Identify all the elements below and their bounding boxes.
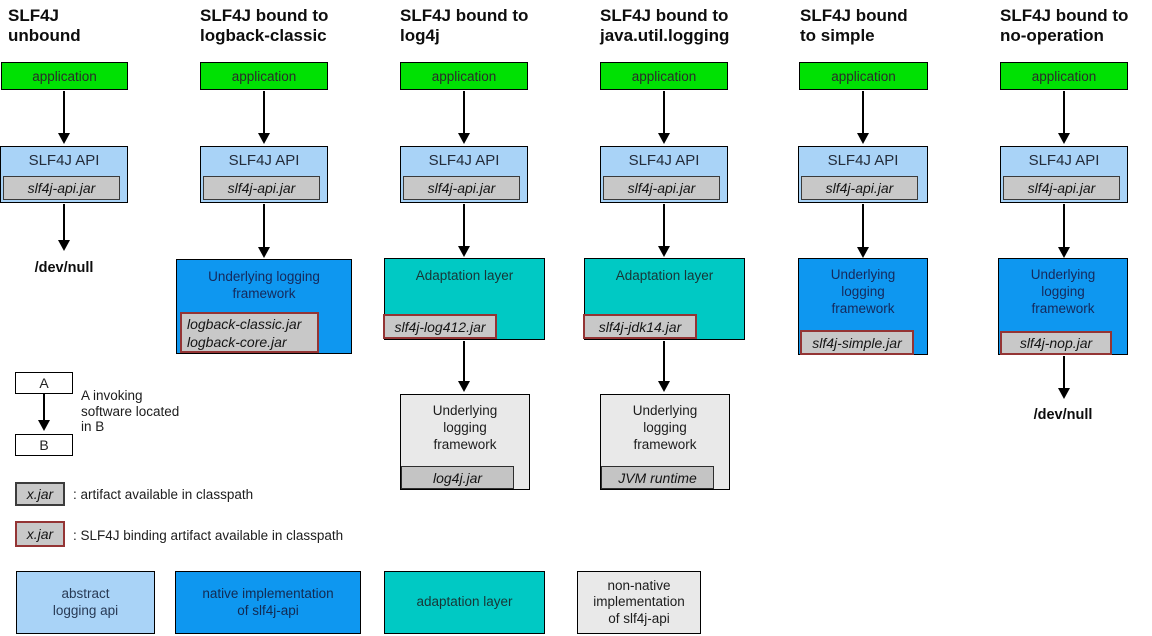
logback-jars: logback-classic.jar logback-core.jar [180,312,319,353]
arrow-api-to-framework [1058,204,1070,258]
underlying-framework-label: Underlying logging framework [208,269,320,301]
slf4j-api-label: SLF4J API [827,152,899,169]
column-title-jul: SLF4J bound to java.util.logging [600,6,730,45]
arrow-app-to-api [258,91,270,144]
application-box: application [200,62,328,90]
legend-abstract-api-label: abstract logging api [52,586,119,618]
slf4j-api-label: SLF4J API [28,152,100,169]
arrow-api-to-adaptation [458,204,470,257]
legend-binding-text: : SLF4J binding artifact available in cl… [73,528,344,543]
legend-nonnative-impl-box: non-native implementation of slf4j-api [577,571,701,634]
arrow-app-to-api [58,91,70,144]
application-box: application [1,62,128,90]
column-title-simple: SLF4J bound to simple [800,6,908,45]
legend-b-label: B [39,437,49,453]
slf4j-api-jar: slf4j-api.jar [1003,176,1120,200]
application-label: application [831,68,896,84]
application-label: application [32,68,97,84]
underlying-framework-label: Underlying logging framework [830,267,896,316]
underlying-framework-label: Underlying logging framework [432,403,498,452]
legend-adaptation-box: adaptation layer [384,571,545,634]
legend-box-a: A [15,372,73,394]
slf4j-api-jar: slf4j-api.jar [403,176,520,200]
slf4j-api-label: SLF4J API [628,152,700,169]
application-box: application [400,62,528,90]
column-title-unbound: SLF4J unbound [8,6,81,45]
column-title-nop: SLF4J bound to no-operation [1000,6,1129,45]
arrow-api-to-devnull [58,204,70,251]
legend-binding-jar: x.jar [15,521,65,547]
legend-arrow-a-to-b [38,394,50,431]
framework-jar: log4j.jar [401,466,514,489]
arrow-app-to-api [658,91,670,144]
legend-adaptation-label: adaptation layer [416,594,513,610]
arrow-api-to-adaptation [658,204,670,257]
application-label: application [431,68,497,84]
application-box: application [600,62,728,90]
adaptation-layer-label: Adaptation layer [415,268,514,283]
column-title-log4j: SLF4J bound to log4j [400,6,529,45]
legend-artifact-jar: x.jar [15,482,65,506]
arrow-framework-to-devnull [1058,356,1070,399]
arrow-app-to-api [857,91,869,144]
application-box: application [1000,62,1128,90]
devnull-label: /dev/null [1033,407,1093,423]
arrow-app-to-api [458,91,470,144]
application-box: application [799,62,928,90]
legend-a-label: A [39,375,49,391]
underlying-framework-label: Underlying logging framework [632,403,698,452]
legend-box-b: B [15,434,73,456]
application-label: application [231,68,297,84]
legend-artifact-text: : artifact available in classpath [73,487,254,502]
adaptation-layer-label: Adaptation layer [615,268,714,283]
binding-jar: slf4j-jdk14.jar [583,314,697,339]
arrow-api-to-framework [258,204,270,258]
application-label: application [631,68,697,84]
legend-invoke-text: A invoking software located in B [81,388,180,434]
slf4j-api-jar: slf4j-api.jar [203,176,320,200]
arrow-adaptation-to-framework [458,341,470,392]
binding-jar: slf4j-log412.jar [383,314,497,339]
slf4j-api-jar: slf4j-api.jar [801,176,918,200]
application-label: application [1031,68,1097,84]
binding-jar: slf4j-simple.jar [800,330,914,355]
arrow-api-to-framework [857,204,869,258]
legend-native-impl-box: native implementation of slf4j-api [175,571,361,634]
legend-native-impl-label: native implementation of slf4j-api [202,586,334,618]
column-title-logback: SLF4J bound to logback-classic [200,6,329,45]
arrow-adaptation-to-framework [658,341,670,392]
slf4j-api-label: SLF4J API [1028,152,1100,169]
slf4j-api-label: SLF4J API [428,152,500,169]
binding-jar: slf4j-nop.jar [1000,331,1112,355]
slf4j-api-label: SLF4J API [228,152,300,169]
framework-jar: JVM runtime [601,466,714,489]
slf4j-api-jar: slf4j-api.jar [603,176,720,200]
devnull-label: /dev/null [34,260,94,276]
slf4j-api-jar: slf4j-api.jar [3,176,120,200]
arrow-app-to-api [1058,91,1070,144]
legend-nonnative-impl-label: non-native implementation of slf4j-api [593,577,685,626]
underlying-framework-label: Underlying logging framework [1030,267,1096,316]
legend-abstract-api-box: abstract logging api [16,571,155,634]
